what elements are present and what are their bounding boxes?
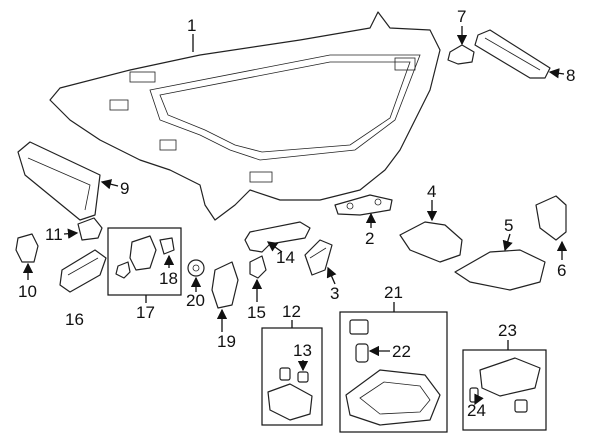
callout-7: 7	[457, 7, 466, 26]
clip-part-7	[447, 44, 475, 65]
callout-15: 15	[247, 303, 266, 322]
clip-part-11	[77, 217, 103, 241]
callout-1: 1	[187, 16, 196, 35]
bracket-part-4	[399, 221, 463, 263]
group-box-23	[462, 349, 547, 431]
clip-part-10	[15, 233, 39, 263]
leader-lines	[22, 26, 568, 406]
callout-10: 10	[18, 282, 37, 301]
grommet-part-20	[187, 259, 205, 277]
trim-part-3	[304, 239, 333, 276]
callout-6: 6	[557, 261, 566, 280]
group-box-17	[107, 227, 182, 296]
callout-11: 11	[45, 225, 63, 244]
bracket-part-19	[211, 261, 239, 309]
bracket-part-17	[115, 235, 157, 279]
callout-20: 20	[186, 291, 205, 310]
callout-18: 18	[159, 269, 178, 288]
callout-5: 5	[504, 216, 513, 235]
callout-4: 4	[427, 182, 436, 201]
lamp-part-12	[267, 367, 313, 421]
bracket-part-6	[535, 195, 567, 241]
callout-8: 8	[566, 66, 575, 85]
callout-12: 12	[282, 302, 301, 321]
callout-24: 24	[467, 401, 486, 420]
callout-22: 22	[392, 342, 411, 361]
clip-part-18	[159, 237, 175, 255]
trim-strip-part-8	[474, 29, 551, 79]
callout-9: 9	[120, 179, 129, 198]
grab-handle-part-14	[244, 221, 311, 253]
panel-part-9	[17, 141, 101, 221]
callout-17: 17	[136, 303, 155, 322]
bracket-part-2	[334, 194, 393, 216]
callout-21: 21	[384, 283, 403, 302]
console-part-21	[345, 319, 441, 426]
bracket-part-5	[454, 249, 546, 291]
callout-14: 14	[276, 248, 295, 267]
clip-part-15	[249, 255, 267, 279]
callout-3: 3	[330, 284, 339, 303]
callout-13: 13	[293, 341, 312, 360]
callout-16: 16	[65, 310, 84, 329]
callout-2: 2	[365, 229, 374, 248]
handle-part-16	[59, 249, 107, 293]
callout-23: 23	[498, 321, 517, 340]
headliner-part	[49, 11, 441, 221]
callout-19: 19	[217, 332, 236, 351]
